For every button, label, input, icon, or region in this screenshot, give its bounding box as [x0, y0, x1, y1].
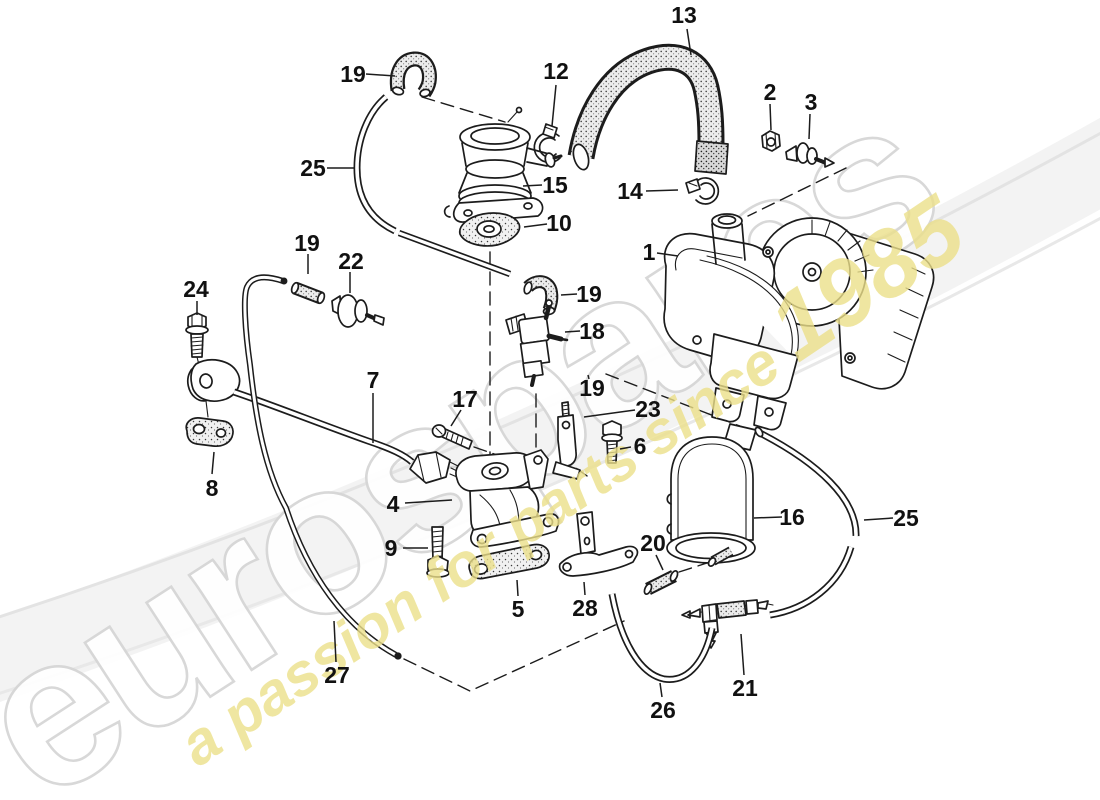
part-hose-20 — [643, 570, 679, 595]
callout-leader-6 — [619, 446, 632, 450]
callout-10[interactable]: 10 — [546, 210, 572, 236]
callout-19[interactable]: 19 — [576, 281, 602, 307]
callout-19[interactable]: 19 — [294, 230, 320, 256]
callout-23[interactable]: 23 — [635, 396, 661, 422]
callout-22[interactable]: 22 — [338, 248, 364, 274]
part-gasket-5 — [468, 543, 550, 580]
callout-leader-19 — [587, 374, 590, 380]
callout-27[interactable]: 27 — [324, 662, 350, 688]
callout-leader-19 — [560, 293, 578, 296]
part-hose-19-top — [389, 51, 437, 98]
callout-leader-3 — [808, 113, 811, 140]
callout-5[interactable]: 5 — [512, 596, 525, 622]
callout-13[interactable]: 13 — [671, 2, 697, 28]
callout-leader-4 — [404, 499, 453, 504]
callout-26[interactable]: 26 — [650, 697, 676, 723]
callout-leader-14 — [645, 189, 679, 192]
part-hose-25-right — [754, 426, 860, 619]
callout-leader-20 — [655, 554, 664, 571]
part-t-connector-21 — [681, 599, 774, 649]
part-vacuum-pipe — [397, 229, 512, 278]
part-clamp-14 — [685, 177, 720, 205]
callout-leader-18 — [564, 330, 581, 333]
callout-leader-1 — [656, 252, 679, 257]
callout-25[interactable]: 25 — [300, 155, 326, 181]
callout-8[interactable]: 8 — [206, 475, 219, 501]
part-bolt-6 — [601, 420, 623, 464]
part-bolt-24 — [185, 312, 209, 366]
part-check-valve-3 — [785, 142, 835, 168]
callout-leader-26 — [659, 682, 663, 698]
part-check-valve-22 — [331, 294, 385, 328]
callout-leader-13 — [686, 28, 692, 56]
callout-6[interactable]: 6 — [634, 433, 647, 459]
part-bracket-23 — [552, 401, 581, 480]
callout-7[interactable]: 7 — [367, 367, 380, 393]
part-hose-26 — [608, 593, 716, 683]
callout-leader-2 — [769, 103, 772, 131]
callout-16[interactable]: 16 — [779, 504, 805, 530]
part-solenoid-valve-18 — [505, 299, 569, 387]
callout-9[interactable]: 9 — [385, 535, 398, 561]
part-bracket-28 — [558, 511, 639, 577]
part-hose-25-left — [353, 94, 397, 235]
callout-leader-19 — [365, 73, 396, 77]
callout-leader-28 — [583, 581, 586, 596]
part-air-pump-1 — [663, 213, 935, 451]
callout-19[interactable]: 19 — [579, 375, 605, 401]
callout-21[interactable]: 21 — [732, 675, 758, 701]
callout-18[interactable]: 18 — [579, 318, 605, 344]
part-union-fitting-4 — [409, 451, 460, 484]
callout-28[interactable]: 28 — [572, 595, 598, 621]
callout-14[interactable]: 14 — [617, 178, 643, 204]
callout-leader-5 — [516, 579, 519, 597]
callout-17[interactable]: 17 — [452, 386, 478, 412]
part-valve-assembly — [455, 449, 560, 548]
callout-24[interactable]: 24 — [183, 276, 209, 302]
callout-20[interactable]: 20 — [640, 530, 666, 556]
callout-leader-25 — [863, 517, 894, 521]
callout-leader-21 — [740, 633, 745, 676]
part-air-pipe-7 — [190, 359, 415, 465]
part-bolt-9 — [426, 526, 450, 578]
part-air-valve-15 — [443, 106, 563, 223]
callout-leader-23 — [583, 409, 636, 418]
part-gasket-10 — [458, 212, 521, 247]
callout-leader-17 — [450, 409, 462, 427]
callout-leader-12 — [551, 84, 557, 127]
callout-leader-15 — [522, 184, 543, 187]
callout-leader-10 — [523, 223, 548, 228]
callout-leader-16 — [753, 516, 783, 519]
part-nut-2 — [761, 130, 781, 152]
callout-15[interactable]: 15 — [542, 172, 568, 198]
callout-12[interactable]: 12 — [543, 58, 569, 84]
callout-leader-8 — [211, 451, 215, 475]
part-canister-16 — [666, 436, 756, 567]
callout-19[interactable]: 19 — [340, 61, 366, 87]
callout-1[interactable]: 1 — [643, 239, 656, 265]
part-air-hose-13 — [567, 43, 729, 175]
part-hose-27 — [241, 274, 402, 660]
callout-4[interactable]: 4 — [387, 491, 400, 517]
callout-25[interactable]: 25 — [893, 505, 919, 531]
callout-leader-27 — [333, 620, 337, 663]
part-gasket-8 — [185, 417, 234, 448]
part-screw-17 — [431, 424, 473, 450]
diagram-line-art — [185, 43, 935, 692]
callout-3[interactable]: 3 — [805, 89, 818, 115]
callout-2[interactable]: 2 — [764, 79, 777, 105]
part-hose-19-left — [290, 281, 326, 305]
